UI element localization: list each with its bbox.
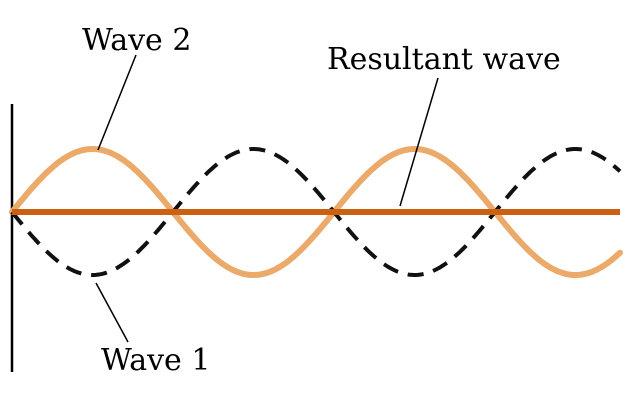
resultant-wave-leader-line bbox=[399, 77, 439, 207]
wave-1-label: Wave 1 bbox=[101, 343, 210, 378]
wave-1-leader-line bbox=[95, 282, 129, 343]
wave-1-curve bbox=[10, 147, 622, 277]
wave-2-label: Wave 2 bbox=[82, 23, 191, 58]
resultant-wave-label: Resultant wave bbox=[327, 42, 561, 77]
wave-2-curve bbox=[9, 146, 623, 278]
wave-2-leader-line bbox=[97, 54, 137, 151]
